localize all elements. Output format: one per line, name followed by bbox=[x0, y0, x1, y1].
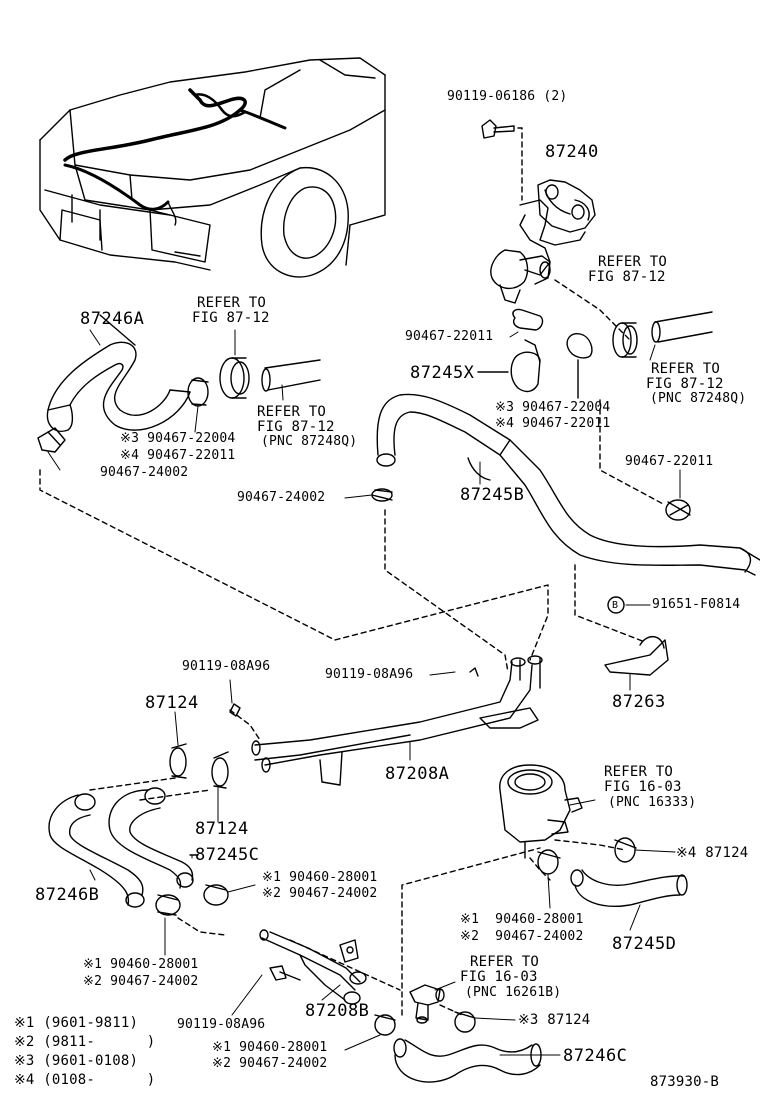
label-m2-90467-24002-c: ※2 90467-24002 bbox=[83, 974, 199, 989]
pipe-87208B bbox=[259, 929, 401, 1005]
label-fig-16-03-1: FIG 16-03 bbox=[604, 779, 682, 795]
label-87246A: 87246A bbox=[80, 309, 145, 329]
label-87124-b: 87124 bbox=[195, 819, 249, 839]
label-90467-22011-b: 90467-22011 bbox=[625, 454, 714, 469]
vehicle-front-view bbox=[39, 57, 386, 278]
label-87245X: 87245X bbox=[410, 363, 475, 383]
label-87245C: 87245C bbox=[195, 845, 260, 865]
label-87246B: 87246B bbox=[35, 885, 100, 905]
label-87124-a: 87124 bbox=[145, 693, 199, 713]
label-m1-90460-28001-a: ※1 90460-28001 bbox=[262, 870, 378, 885]
label-m4-90467-22011-b: ※4 90467-22011 bbox=[120, 448, 236, 463]
footnote-4: ※4 (0108- ) bbox=[14, 1072, 156, 1088]
clamps-mid-right bbox=[537, 837, 637, 875]
label-90119-08A96-c: 90119-08A96 bbox=[177, 1017, 266, 1032]
label-m3-90467-22004-b: ※3 90467-22004 bbox=[120, 431, 236, 446]
label-pnc-16261B: (PNC 16261B) bbox=[465, 985, 562, 1000]
label-m2-90467-24002-d: ※2 90467-24002 bbox=[212, 1056, 328, 1071]
label-m3-87124: ※3 87124 bbox=[518, 1012, 591, 1028]
water-valve-87240 bbox=[481, 119, 631, 341]
label-87240: 87240 bbox=[545, 142, 599, 162]
leader-frame bbox=[401, 847, 541, 1016]
label-pnc-16333: (PNC 16333) bbox=[608, 795, 697, 810]
bracket-87263 bbox=[604, 596, 669, 676]
label-fig-87-12-1: FIG 87-12 bbox=[588, 269, 666, 285]
housing-16333 bbox=[499, 764, 626, 881]
label-leaders bbox=[47, 329, 681, 1056]
label-87208A: 87208A bbox=[385, 764, 450, 784]
label-91651-F0814: 91651-F0814 bbox=[652, 597, 741, 612]
label-refer-to-4: REFER TO bbox=[257, 404, 327, 420]
footnote-2: ※2 (9811- ) bbox=[14, 1034, 156, 1050]
hose-87245X bbox=[477, 308, 593, 399]
clamps-87124 bbox=[169, 743, 229, 789]
label-m2-90467-24002-a: ※2 90467-24002 bbox=[262, 886, 378, 901]
label-refer-to-3: REFER TO bbox=[651, 361, 721, 377]
hose-87245D bbox=[570, 869, 688, 907]
hose-87245C bbox=[108, 787, 199, 889]
label-90119-08A96-b: 90119-08A96 bbox=[325, 667, 414, 682]
label-refer-to-6: REFER TO bbox=[470, 954, 540, 970]
label-pnc-87248Q-2: (PNC 87248Q) bbox=[261, 434, 358, 449]
fitting-16261B bbox=[409, 984, 463, 1024]
leader-87124 bbox=[89, 777, 211, 801]
clamp-right bbox=[599, 399, 691, 521]
diagram-number: 873930-B bbox=[650, 1074, 720, 1090]
clamp-left bbox=[37, 357, 321, 453]
label-90119-06186: 90119-06186 (2) bbox=[447, 89, 568, 104]
label-refer-to-1: REFER TO bbox=[598, 254, 668, 270]
label-refer-to-2: REFER TO bbox=[197, 295, 267, 311]
hose-87246C bbox=[393, 1038, 542, 1083]
label-refer-to-5: REFER TO bbox=[604, 764, 674, 780]
grommet-pipe-right bbox=[612, 311, 713, 358]
label-m4-87124: ※4 87124 bbox=[676, 845, 749, 861]
label-fig-87-12-2: FIG 87-12 bbox=[192, 310, 270, 326]
label-b-marker: B bbox=[612, 600, 619, 611]
leader-dashed-left bbox=[39, 469, 549, 661]
hose-87245B bbox=[376, 393, 760, 576]
clamp-87124-bottom bbox=[374, 1011, 476, 1036]
leader-dashed-right bbox=[574, 564, 646, 643]
label-87245D: 87245D bbox=[612, 934, 677, 954]
label-90467-24002-a: 90467-24002 bbox=[100, 465, 189, 480]
footnote-3: ※3 (9601-0108) bbox=[14, 1053, 139, 1069]
label-87208B: 87208B bbox=[305, 1001, 370, 1021]
hose-87246A bbox=[46, 314, 191, 432]
label-m2-90467-24002-b: ※2 90467-24002 bbox=[460, 929, 584, 944]
label-m3-90467-22004-a: ※3 90467-22004 bbox=[495, 400, 611, 415]
label-fig-16-03-2: FIG 16-03 bbox=[460, 969, 538, 985]
label-87246C: 87246C bbox=[563, 1046, 628, 1066]
pipe-87208A bbox=[229, 655, 543, 786]
label-fig-87-12-3: FIG 87-12 bbox=[646, 376, 724, 392]
clamp-90467-24002 bbox=[371, 488, 509, 673]
label-87263: 87263 bbox=[612, 692, 666, 712]
label-fig-87-12-4: FIG 87-12 bbox=[257, 419, 335, 435]
label-m4-90467-22011-a: ※4 90467-22011 bbox=[495, 416, 611, 431]
label-87245B: 87245B bbox=[460, 485, 525, 505]
label-m1-90460-28001-d: ※1 90460-28001 bbox=[212, 1040, 328, 1055]
label-90467-24002-b: 90467-24002 bbox=[237, 490, 326, 505]
label-pnc-87248Q-1: (PNC 87248Q) bbox=[650, 391, 747, 406]
hose-87246B bbox=[48, 793, 145, 908]
label-90119-08A96-a: 90119-08A96 bbox=[182, 659, 271, 674]
label-90467-22011-a: 90467-22011 bbox=[405, 329, 494, 344]
clamps-lower-left bbox=[155, 884, 229, 936]
label-m1-90460-28001-c: ※1 90460-28001 bbox=[83, 957, 199, 972]
label-m1-90460-28001-b: ※1 90460-28001 bbox=[460, 912, 584, 927]
footnote-1: ※1 (9601-9811) bbox=[14, 1015, 139, 1031]
